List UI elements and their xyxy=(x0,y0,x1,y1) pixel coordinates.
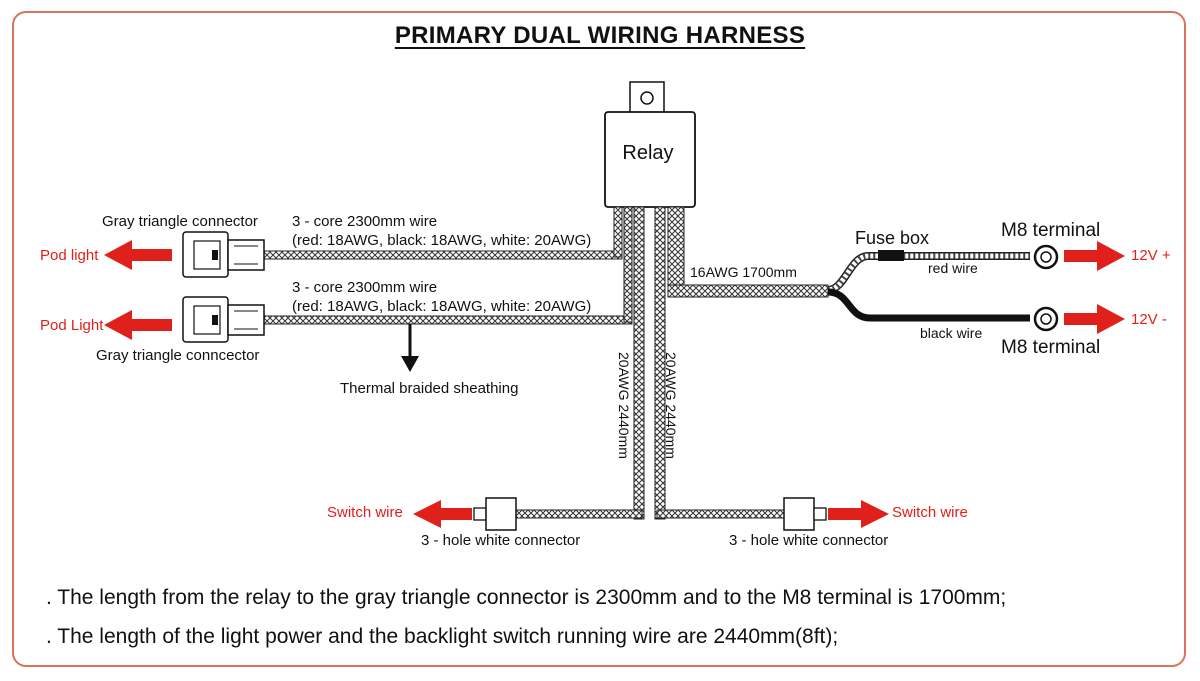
white-connector-right xyxy=(783,497,827,531)
top-wire-label-2: (red: 18AWG, black: 18AWG, white: 20AWG) xyxy=(292,232,591,249)
switch-wire-label-left: Switch wire xyxy=(327,504,403,521)
white-connector-left-label: 3 - hole white connector xyxy=(421,532,580,549)
fuse-box-label: Fuse box xyxy=(855,228,929,248)
bottom-wire-label-1: 3 - core 2300mm wire xyxy=(292,279,437,296)
right-switch-wire xyxy=(656,509,785,519)
bottom-connector-label: Gray triangle conncector xyxy=(96,347,259,364)
diagram-frame xyxy=(12,11,1186,667)
right-vertical-wire xyxy=(654,206,666,520)
pod-light-label-top: Pod light xyxy=(40,247,99,264)
note-line-2: . The length of the light power and the … xyxy=(46,625,839,648)
gray-triangle-connector-bottom xyxy=(182,296,265,343)
12v-positive-label: 12V + xyxy=(1131,247,1171,264)
arrow-left-switch-wire xyxy=(413,500,472,528)
top-connector-label: Gray triangle connector xyxy=(102,213,258,230)
12v-negative-label: 12V - xyxy=(1131,311,1167,328)
red-wire-label: red wire xyxy=(928,260,978,276)
red-arrows xyxy=(104,240,1125,528)
arrow-left-pod-light-2 xyxy=(104,310,172,340)
bottom-wire-label-2: (red: 18AWG, black: 18AWG, white: 20AWG) xyxy=(292,298,591,315)
relay-label: Relay xyxy=(622,142,673,164)
bottom-braided-wire xyxy=(261,315,633,325)
left-vertical-wire-label: 20AWG 2440mm xyxy=(616,352,632,459)
sheathing-pointer xyxy=(401,324,419,372)
top-braided-wire xyxy=(261,250,623,260)
white-connector-left xyxy=(473,497,517,531)
power-wire-label: 16AWG 1700mm xyxy=(690,264,797,280)
power-braided-wire xyxy=(667,284,829,298)
left-switch-wire xyxy=(514,509,643,519)
black-wire xyxy=(827,288,1030,322)
relay: Relay xyxy=(604,81,696,208)
arrow-left-pod-light xyxy=(104,240,172,270)
arrow-right-12v-negative xyxy=(1064,304,1125,334)
right-vertical-wire-label: 20AWG 2440mm xyxy=(663,352,679,459)
black-wire-label: black wire xyxy=(920,325,982,341)
m8-terminal-top-label: M8 terminal xyxy=(1001,220,1100,241)
braided-wires xyxy=(261,206,829,520)
sheathing-label: Thermal braided sheathing xyxy=(340,380,518,397)
arrow-right-switch-wire xyxy=(828,500,889,528)
m8-terminal-bottom-label: M8 terminal xyxy=(1001,337,1100,358)
white-connector-right-label: 3 - hole white connector xyxy=(729,532,888,549)
switch-wire-label-right: Switch wire xyxy=(892,504,968,521)
arrow-right-12v-positive xyxy=(1064,241,1125,271)
power-split xyxy=(827,244,1059,332)
gray-triangle-connector-top xyxy=(182,231,265,278)
fuse-box xyxy=(878,250,904,261)
top-wire-label-1: 3 - core 2300mm wire xyxy=(292,213,437,230)
note-line-1: . The length from the relay to the gray … xyxy=(46,586,1007,609)
left-vertical-wire xyxy=(633,206,645,520)
pod-light-label-bottom: Pod Light xyxy=(40,317,104,334)
diagram-title: PRIMARY DUAL WIRING HARNESS xyxy=(394,22,806,49)
